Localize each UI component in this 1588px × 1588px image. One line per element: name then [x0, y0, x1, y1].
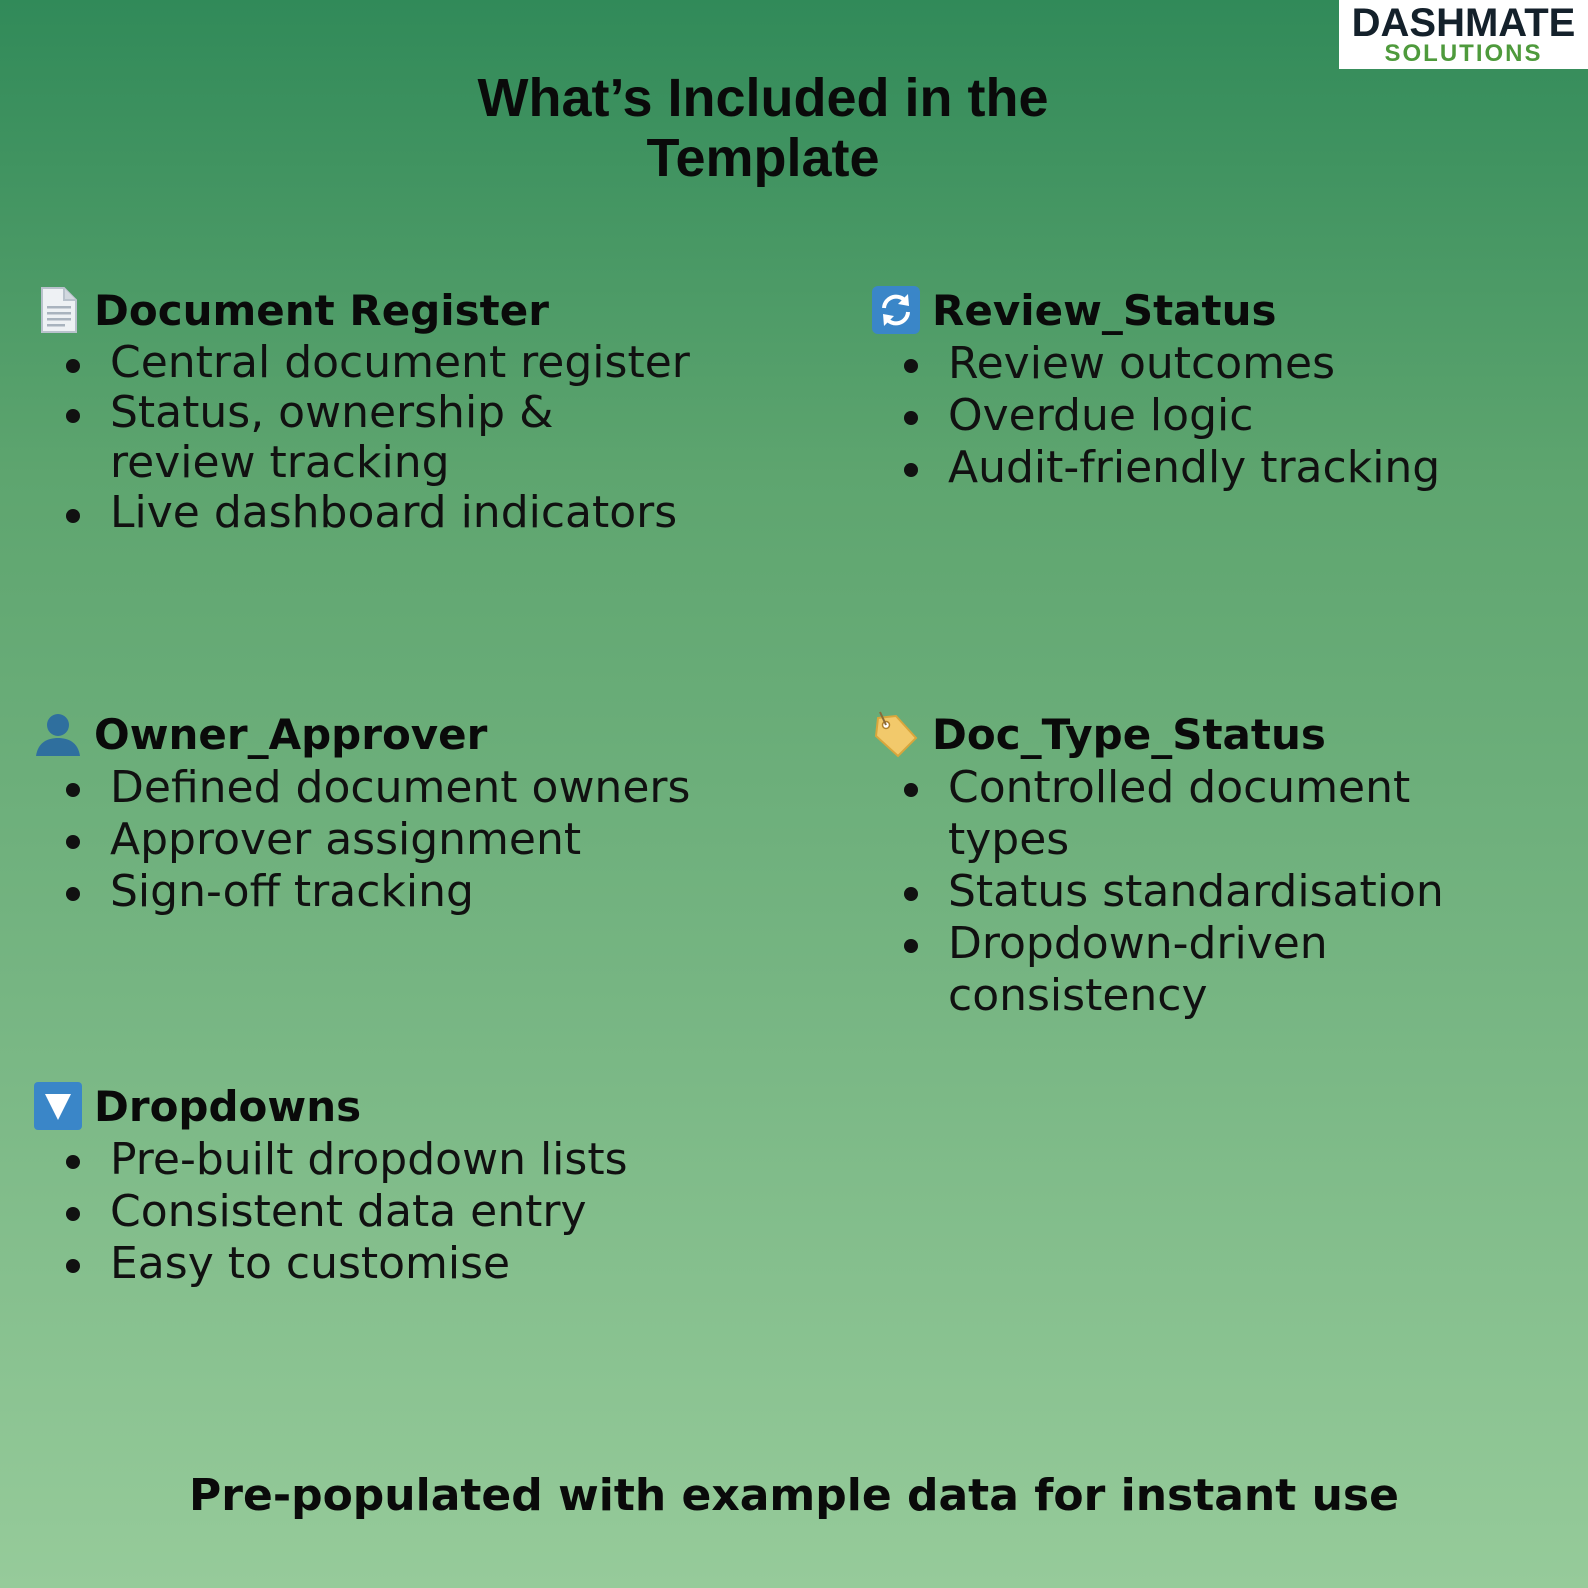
section-review-status: Review_Status Review outcomes Overdue lo… [872, 282, 1562, 494]
list-item: Live dashboard indicators [66, 488, 724, 538]
footer-tagline: Pre-populated with example data for inst… [189, 1470, 1399, 1521]
list-item: Approver assignment [66, 814, 724, 866]
list-item: Consistent data entry [66, 1186, 724, 1238]
item-list: Defined document owners Approver assignm… [34, 762, 724, 918]
section-dropdowns: Dropdowns Pre-built dropdown lists Consi… [34, 1078, 724, 1290]
section-heading: Document Register [34, 282, 724, 338]
list-item: Status standardisation [904, 866, 1562, 918]
section-heading-text: Document Register [94, 285, 549, 335]
section-heading-text: Review_Status [932, 285, 1277, 335]
section-owner-approver: Owner_Approver Defined document owners A… [34, 706, 724, 918]
list-item: Sign-off tracking [66, 866, 724, 918]
list-item: Defined document owners [66, 762, 724, 814]
section-heading: Owner_Approver [34, 706, 724, 762]
item-list: Controlled document types Status standar… [872, 762, 1562, 1022]
logo-subtitle: SOLUTIONS [1384, 40, 1543, 67]
list-item: Audit-friendly tracking [904, 442, 1562, 494]
section-document-register: Document Register Central document regis… [34, 282, 724, 538]
list-item: Overdue logic [904, 390, 1562, 442]
document-icon [34, 286, 82, 334]
list-item: Pre-built dropdown lists [66, 1134, 724, 1186]
section-heading: Review_Status [872, 282, 1562, 338]
list-item: Dropdown-driven consistency [904, 918, 1392, 1022]
brand-logo: DASHMATE SOLUTIONS [1339, 0, 1588, 69]
section-doc-type-status: Doc_Type_Status Controlled document type… [872, 706, 1562, 1022]
page-title-text: What’s Included in the Template [477, 68, 1049, 188]
item-list: Central document register Status, owners… [34, 338, 724, 538]
person-icon [34, 710, 82, 758]
item-list: Review outcomes Overdue logic Audit-frie… [872, 338, 1562, 494]
item-list: Pre-built dropdown lists Consistent data… [34, 1134, 724, 1290]
page-title: What’s Included in the Template [0, 68, 1526, 188]
logo-wordmark: DASHMATE [1351, 1, 1576, 45]
list-item: Central document register [66, 338, 724, 388]
section-heading-text: Dropdowns [94, 1081, 362, 1131]
list-item: Controlled document types [904, 762, 1472, 866]
section-heading: Doc_Type_Status [872, 706, 1562, 762]
list-item: Status, ownership & review tracking [66, 388, 714, 488]
tag-icon [872, 710, 920, 758]
list-item: Review outcomes [904, 338, 1562, 390]
list-item: Easy to customise [66, 1238, 724, 1290]
section-heading: Dropdowns [34, 1078, 724, 1134]
down-triangle-icon [34, 1082, 82, 1130]
section-heading-text: Doc_Type_Status [932, 709, 1326, 759]
section-heading-text: Owner_Approver [94, 709, 488, 759]
refresh-icon [872, 286, 920, 334]
